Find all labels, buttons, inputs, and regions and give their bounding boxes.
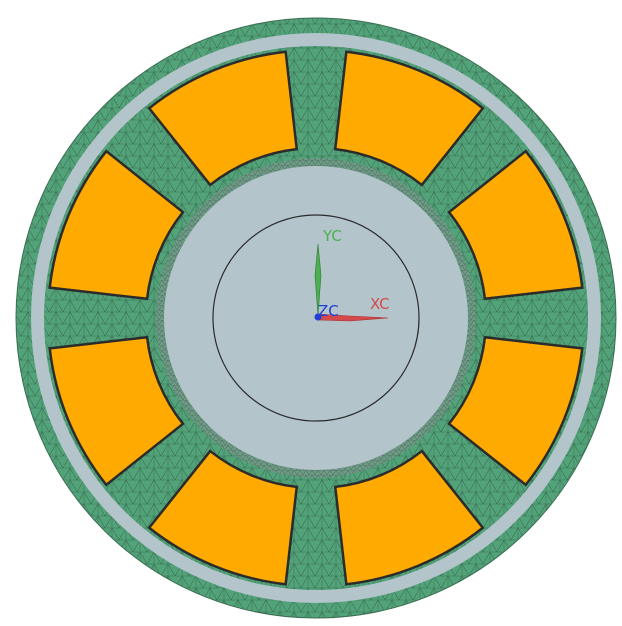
y-axis-label: YC [322,227,342,245]
x-axis-label: XC [370,295,390,313]
coil-1[interactable] [333,50,485,187]
coil-7[interactable] [48,149,185,301]
coil-5[interactable] [147,449,299,586]
coil-8[interactable] [147,50,299,187]
z-axis-label: ZC [318,302,339,320]
coil-group [48,50,584,586]
coil-4[interactable] [333,449,485,586]
coil-6[interactable] [48,335,185,487]
coil-2[interactable] [447,149,584,301]
coil-3[interactable] [447,335,584,487]
z-axis-point [314,313,322,321]
inner-shaft-circle [212,214,420,422]
y-axis-arrow [314,243,322,317]
axis-triad[interactable]: YC XC ZC [314,227,390,322]
